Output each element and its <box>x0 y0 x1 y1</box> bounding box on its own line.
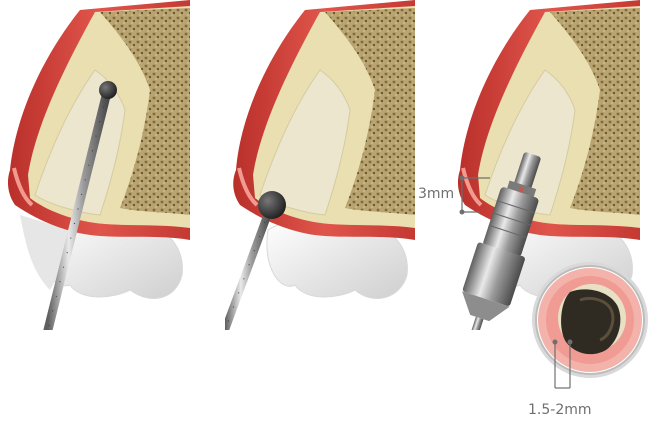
socket-cross-section-inset <box>532 262 648 378</box>
collar-depth-label: 3mm <box>418 186 454 202</box>
wall-thickness-label: 1.5-2mm <box>528 402 592 418</box>
diamond-bur-head <box>99 81 117 99</box>
panel-1 <box>8 0 190 330</box>
diamond-bur-head <box>258 191 286 219</box>
panel-2 <box>225 0 415 330</box>
